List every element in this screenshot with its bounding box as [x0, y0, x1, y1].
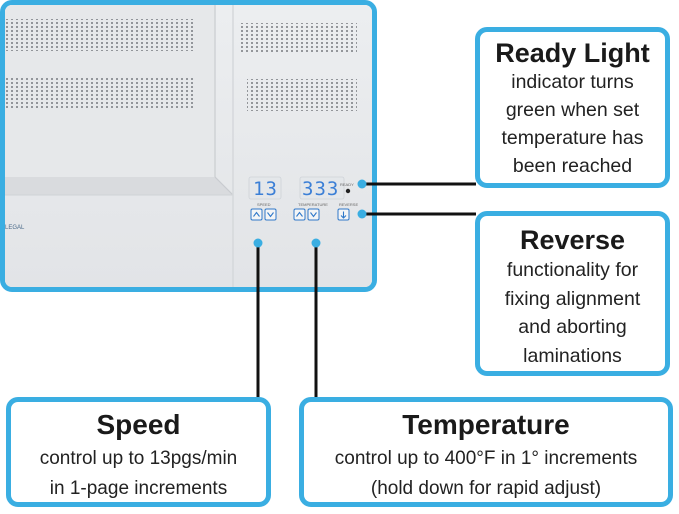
callout-line: temperature has	[501, 127, 644, 149]
temperature-callout: Temperature control up to 400°F in 1° in…	[299, 397, 673, 507]
product-photo: LEGAL 13 333 SPEED TEMPERATURE REVERSE R…	[0, 0, 377, 292]
callout-title: Reverse	[519, 225, 626, 255]
vent-grille	[241, 23, 357, 53]
ready-label: READY	[340, 182, 354, 187]
reverse-marker	[357, 209, 367, 219]
callout-line: been reached	[512, 155, 633, 177]
temperature-marker	[311, 238, 321, 248]
callout-line: (hold down for rapid adjust)	[370, 478, 602, 499]
temperature-down-button[interactable]	[307, 208, 320, 221]
callout-line: control up to 400°F in 1° increments	[334, 448, 638, 469]
vent-grille	[5, 77, 195, 109]
ready-marker	[357, 179, 367, 189]
callout-line: indicator turns	[511, 71, 634, 93]
speed-marker	[253, 238, 263, 248]
vent-grille	[247, 79, 357, 111]
callout-line: fixing alignment	[504, 287, 641, 310]
callout-line: functionality for	[506, 259, 639, 281]
callout-line: green when set	[505, 99, 640, 121]
laminator-illustration: LEGAL 13 333 SPEED TEMPERATURE REVERSE R…	[5, 5, 372, 287]
callout-line: and aborting	[518, 316, 627, 338]
ready-light-callout: Ready Light indicator turns green when s…	[475, 27, 670, 188]
reverse-button[interactable]	[337, 208, 350, 221]
ready-light	[345, 188, 351, 194]
speed-down-button[interactable]	[264, 208, 277, 221]
callout-title: Speed	[96, 409, 181, 440]
temperature-up-button[interactable]	[293, 208, 306, 221]
speed-display: 13	[253, 178, 278, 200]
speed-display-frame	[248, 176, 282, 200]
callout-line: laminations	[523, 344, 622, 367]
temperature-label: TEMPERATURE	[298, 202, 328, 207]
temperature-display-frame	[299, 176, 345, 200]
temperature-display: 333	[302, 178, 339, 200]
callout-line: control up to 13pgs/min	[39, 448, 238, 469]
callout-title: Ready Light	[495, 38, 650, 68]
brand-text: LEGAL	[5, 225, 25, 231]
speed-callout: Speed control up to 13pgs/min in 1-page …	[6, 397, 271, 507]
callout-title: Temperature	[402, 409, 570, 440]
speed-label: SPEED	[257, 202, 271, 207]
callout-line: in 1-page increments	[49, 478, 228, 499]
reverse-callout: Reverse functionality for fixing alignme…	[475, 211, 670, 376]
vent-grille	[5, 19, 195, 51]
speed-up-button[interactable]	[250, 208, 263, 221]
reverse-label: REVERSE	[339, 202, 358, 207]
